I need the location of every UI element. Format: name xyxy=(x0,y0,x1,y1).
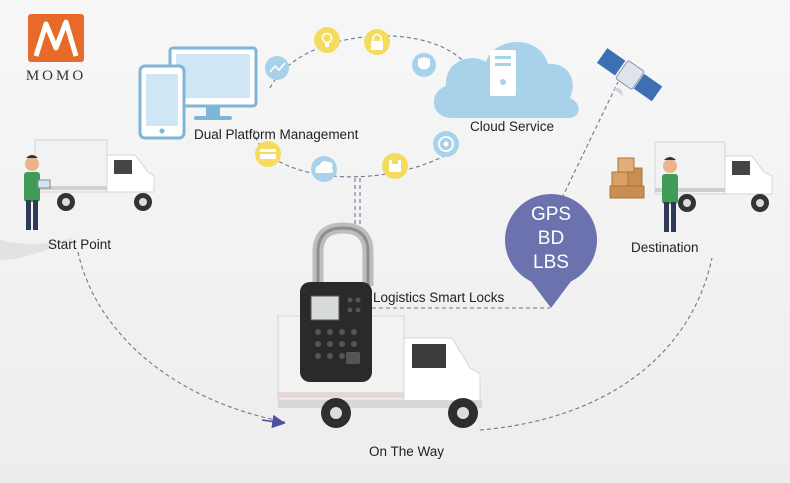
cloud-service-label: Cloud Service xyxy=(470,119,555,134)
on-the-way-label: On The Way xyxy=(369,444,445,459)
disk-icon xyxy=(382,153,408,179)
bd-line: BD xyxy=(537,228,565,249)
route-start-to-way xyxy=(77,251,286,423)
lbs-line: LBS xyxy=(533,252,569,273)
bulb-icon xyxy=(314,27,340,53)
main-truck xyxy=(277,315,482,428)
logo-panel: MOMO xyxy=(0,0,112,106)
positioning-text: GPS BD LBS xyxy=(508,203,594,275)
logistics-locks-label: Logistics Smart Locks xyxy=(373,290,505,305)
chart-icon xyxy=(265,56,289,80)
gps-line: GPS xyxy=(530,204,572,225)
card-icon xyxy=(255,141,281,167)
server-icon xyxy=(490,50,516,96)
destination-label: Destination xyxy=(631,240,699,255)
satellite-link-line xyxy=(561,81,619,199)
route-way-to-destination xyxy=(479,257,713,431)
shield-icon xyxy=(412,53,436,77)
worker-destination xyxy=(662,157,678,232)
cloud-icon xyxy=(433,42,579,119)
route-arrow xyxy=(261,414,286,429)
lock-to-cloud-line xyxy=(354,178,361,232)
dual-platform-label: Dual Platform Management xyxy=(194,127,359,142)
boxes-icon xyxy=(609,157,645,199)
cloud-upload-icon xyxy=(311,156,337,182)
target-icon xyxy=(433,131,459,157)
monitor-icon xyxy=(168,46,258,120)
tablet-icon xyxy=(138,64,186,140)
start-point-label: Start Point xyxy=(48,237,112,252)
ground-shadow xyxy=(0,235,80,260)
brand-name: MOMO xyxy=(25,68,87,84)
satellite-icon xyxy=(596,48,663,102)
momo-logo xyxy=(28,14,84,62)
worker-start xyxy=(24,155,51,230)
lock-icon xyxy=(364,29,390,55)
gps-bubble xyxy=(505,194,597,308)
smart-lock-icon xyxy=(300,222,374,382)
